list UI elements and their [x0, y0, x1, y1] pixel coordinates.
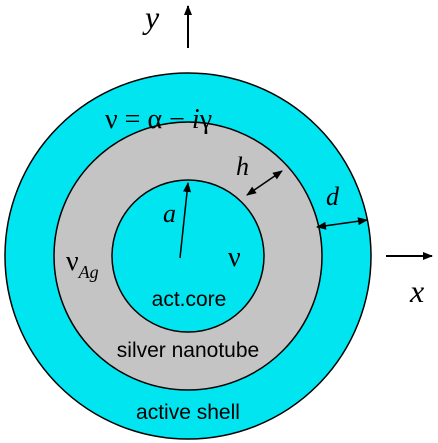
core-region-label: act.core	[152, 288, 227, 311]
nanotube-nu-subscript: Ag	[78, 262, 99, 282]
active-core-circle	[111, 179, 265, 333]
thickness-h-arrow	[246, 170, 283, 196]
x-axis-label: x	[409, 273, 424, 309]
thickness-d-label: d	[326, 182, 340, 211]
core-nu-label: ν	[228, 242, 241, 273]
thickness-d-arrow	[316, 217, 368, 230]
radius-a-arrow	[179, 182, 192, 259]
nanotube-nu-symbol: ν	[66, 246, 79, 277]
shell-equation-gamma: γ	[199, 104, 212, 135]
shell-equation-prefix: ν = α −	[105, 104, 192, 135]
shell-region-label: active shell	[136, 401, 240, 424]
shell-equation: ν = α − iγ	[105, 104, 212, 135]
thickness-h-label: h	[236, 152, 249, 181]
nanotube-region-label: silver nanotube	[117, 339, 259, 362]
y-axis-label: y	[142, 0, 160, 35]
shell-equation-i: i	[192, 104, 200, 135]
nanotube-nu-label: νAg	[66, 246, 99, 282]
radius-a-label: a	[163, 199, 176, 228]
